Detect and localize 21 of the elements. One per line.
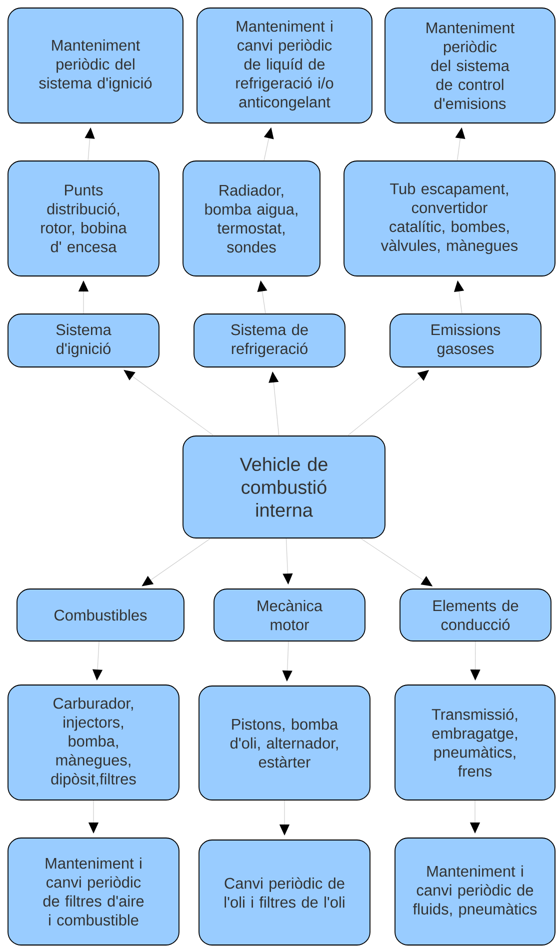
process-box: Emissions gasoses bbox=[390, 314, 542, 368]
process-box: Pistons, bomba d'oli, alternador, estàrter bbox=[198, 686, 370, 800]
process-box: Manteniment periòdic del sistema de control d'emisions bbox=[384, 8, 556, 124]
arrow bbox=[124, 370, 214, 436]
process-box: Radiador, bomba aigua, termostat, sondes bbox=[182, 160, 320, 276]
process-box: Manteniment periòdic del sistema d'ignició bbox=[8, 8, 184, 124]
process-box: Punts distribució, rotor, bobina d' encesa bbox=[8, 160, 160, 276]
process-box: Vehicle de combustió interna bbox=[182, 436, 386, 538]
process-box: Sistema d'ignició bbox=[8, 314, 160, 368]
process-box: Mecànica motor bbox=[214, 588, 366, 642]
process-box: Manteniment i canvi periòdic de filtres d'aire i combustible bbox=[8, 838, 180, 946]
process-box: Manteniment i canvi periòdic de liquíd de refrigeració i/o anticongelant bbox=[196, 8, 372, 124]
process-box: Manteniment i canvi periòdic de fluids, pneumàtics bbox=[394, 838, 556, 946]
arrow bbox=[142, 538, 211, 586]
process-box: Carburador, injectors, bomba, mànegues, dipòsit,filtres bbox=[8, 684, 180, 800]
process-box: Tub escapament, convertidor catalític, bombes, vàlvules, mànegues bbox=[344, 160, 556, 276]
process-box: Elements de conducció bbox=[400, 588, 552, 642]
process-box: Sistema de refrigeració bbox=[194, 314, 346, 368]
process-box: Combustibles bbox=[16, 588, 184, 642]
process-box: Canvi periòdic de l'oli i filtres de l'oli bbox=[198, 840, 370, 946]
process-box: Transmissió, embragatge, pneumàtics, frens bbox=[394, 684, 556, 800]
